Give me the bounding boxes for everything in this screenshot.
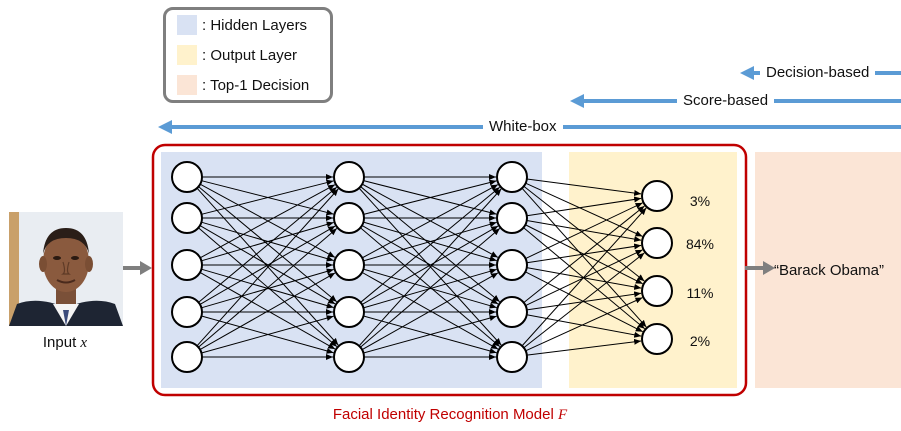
model-variable: F [557, 407, 568, 423]
top1-decision-label: “Barack Obama” [773, 262, 885, 279]
connection-edge [360, 228, 501, 348]
connection-edge [523, 252, 645, 349]
decision-swatch [177, 75, 197, 95]
model-caption: Facial Identity Recognition Model F [150, 406, 750, 424]
output-neuron [641, 180, 673, 212]
hidden-neuron [333, 161, 365, 193]
connection-edge [198, 186, 338, 303]
legend-item-hidden-layers: : Hidden Layers [177, 15, 307, 35]
hidden-neuron [171, 296, 203, 328]
connection-edge [199, 225, 336, 305]
output-score-3: 11% [686, 285, 714, 301]
connection-edge [526, 196, 642, 217]
connection-edge [361, 225, 499, 305]
connection-edge [525, 297, 643, 352]
connection-edge [201, 179, 334, 215]
model-caption-text: Facial Identity Recognition Model [332, 406, 558, 423]
legend-box: : Hidden Layers : Output Layer : Top-1 D… [163, 7, 333, 103]
hidden-neuron [496, 249, 528, 281]
hidden-neuron [496, 296, 528, 328]
legend-label: : Output Layer [202, 46, 298, 64]
connection-edge [525, 202, 643, 260]
input-face-image [9, 212, 123, 326]
legend-item-top1-decision: : Top-1 Decision [177, 75, 309, 95]
output-score-1: 3% [689, 193, 711, 209]
hidden-neuron [333, 202, 365, 234]
legend-label: : Top-1 Decision [202, 76, 310, 94]
connection-edge [523, 205, 645, 304]
connection-edge [363, 179, 497, 215]
connection-edge [199, 184, 336, 259]
decision-panel [755, 152, 901, 388]
connection-edge [523, 185, 645, 282]
connection-edge [201, 221, 334, 262]
input-variable: x [80, 335, 88, 351]
connection-edge [521, 207, 647, 347]
score-based-label: Score-based [677, 92, 775, 109]
legend-label: : Hidden Layers [202, 16, 308, 34]
connection-edge [363, 268, 497, 309]
connection-edge [196, 188, 339, 347]
connection-edge [363, 221, 497, 262]
connection-edge [358, 188, 502, 347]
hidden-neuron [171, 202, 203, 234]
input-label-text: Input [42, 334, 81, 351]
hidden-neuron [171, 341, 203, 373]
connection-edge [526, 178, 642, 196]
legend-item-output-layer: : Output Layer [177, 45, 297, 65]
white-box-label: White-box [483, 118, 563, 135]
connection-edge [201, 315, 334, 354]
connection-edge [525, 182, 643, 237]
hidden-neuron [333, 296, 365, 328]
hidden-layers-swatch [177, 15, 197, 35]
output-neuron [641, 227, 673, 259]
model-to-decision-arrow [745, 261, 775, 275]
hidden-neuron [496, 161, 528, 193]
output-neuron [641, 275, 673, 307]
hidden-neuron [496, 202, 528, 234]
input-to-model-arrow [122, 261, 152, 275]
connection-edge [526, 314, 642, 338]
output-score-4: 2% [689, 333, 711, 349]
connection-edge [361, 184, 499, 259]
input-label: Input x [10, 334, 120, 352]
connection-edge [361, 272, 499, 351]
hidden-neuron [333, 341, 365, 373]
connection-edge [198, 228, 338, 348]
output-score-2: 84% [685, 236, 715, 252]
hidden-neuron [171, 249, 203, 281]
connection-edge [199, 272, 336, 351]
connection-edge [526, 291, 642, 311]
connection-edge [521, 187, 647, 328]
network-nodes [171, 161, 673, 373]
connection-edge [363, 315, 497, 354]
connection-edge [526, 338, 642, 356]
hidden-neuron [171, 161, 203, 193]
output-layer-swatch [177, 45, 197, 65]
connection-edge [201, 268, 334, 309]
hidden-neuron [333, 249, 365, 281]
connection-edge [360, 186, 500, 303]
output-neuron [641, 323, 673, 355]
hidden-neuron [496, 341, 528, 373]
network-connections [196, 174, 647, 360]
decision-based-label: Decision-based [760, 64, 876, 81]
